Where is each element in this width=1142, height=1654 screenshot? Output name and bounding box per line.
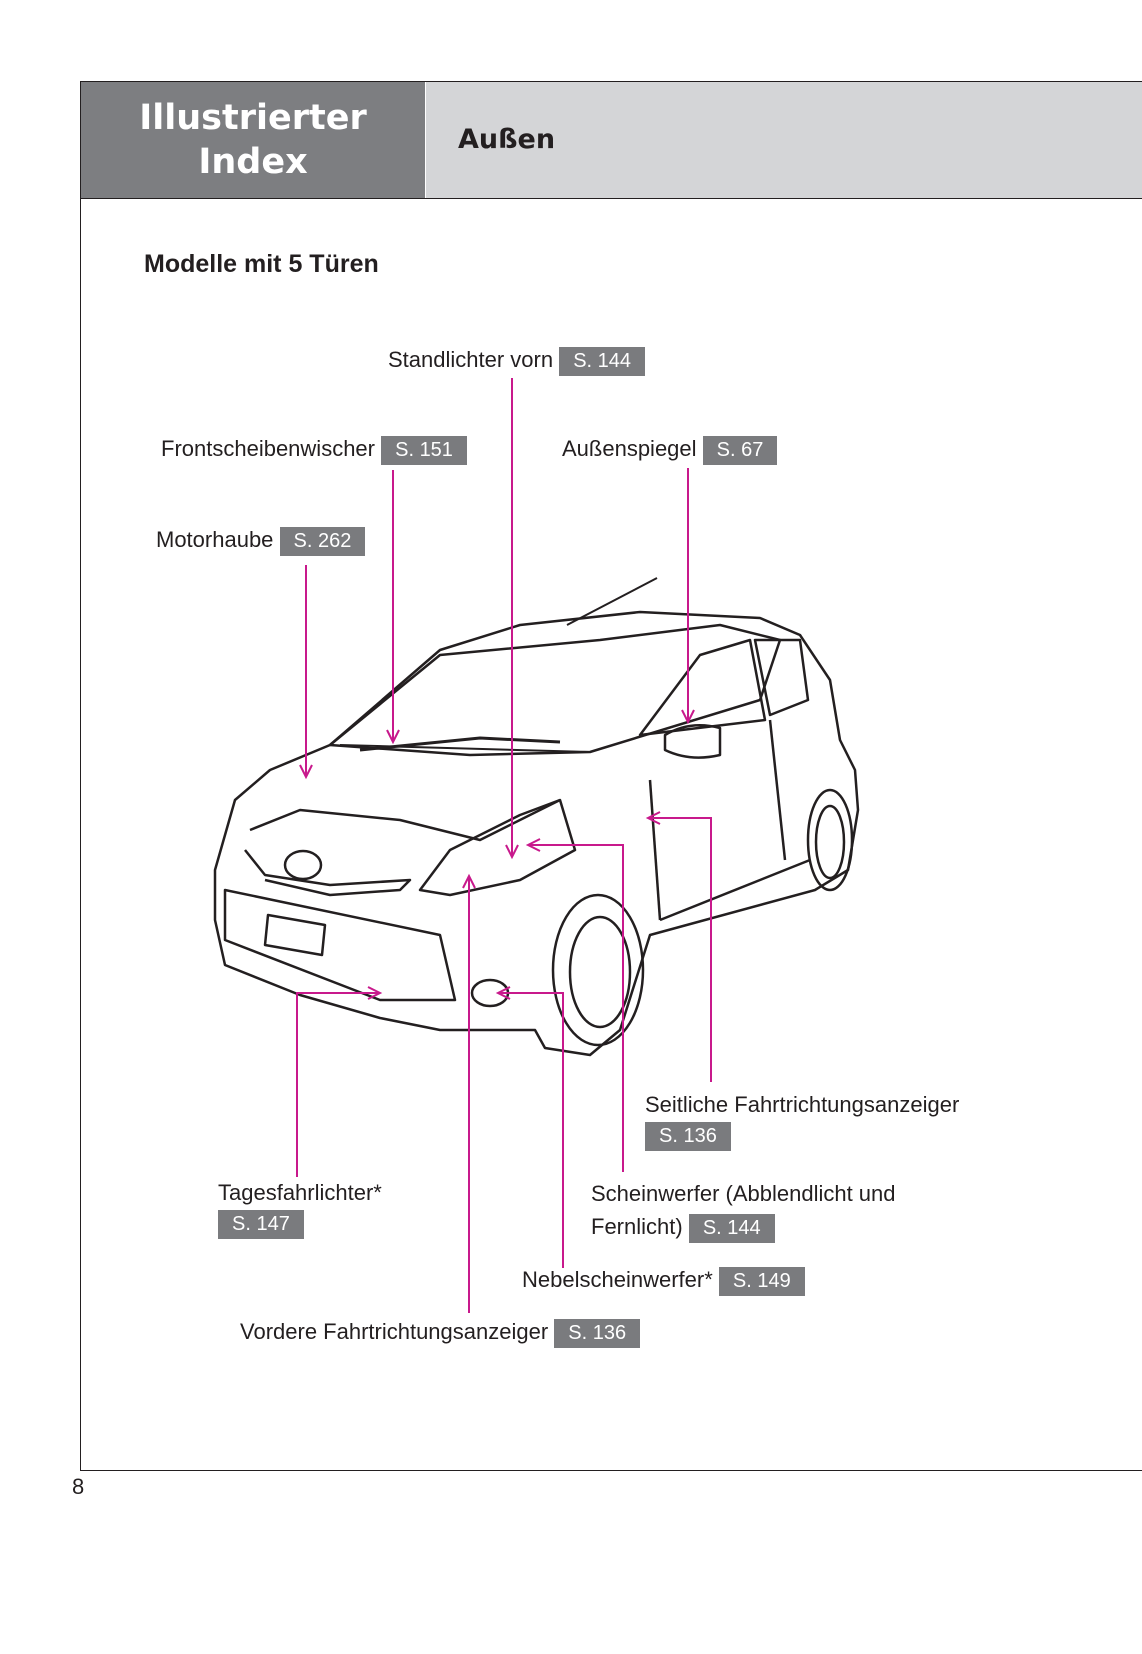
section-line-1: Illustrierter — [139, 98, 367, 138]
callout-scheinwerfer: Scheinwerfer (Abblendlicht und Fernlicht… — [591, 1177, 896, 1243]
callout-lines — [296, 378, 712, 1313]
callout-aussenspiegel: Außenspiegel S. 67 — [562, 435, 778, 465]
callout-label: Scheinwerfer (Abblendlicht und — [591, 1181, 896, 1206]
frame-line — [80, 81, 81, 1471]
callout-label: Vordere Fahrtrichtungsanzeiger — [240, 1319, 549, 1344]
callout-label: Seitliche Fahrtrichtungsanzeiger — [645, 1092, 960, 1117]
callout-label: Außenspiegel — [562, 436, 697, 461]
header-bar — [426, 82, 1142, 198]
leader-tagesfahrlicht — [296, 992, 378, 1177]
callout-seitliche: Seitliche Fahrtrichtungsanzeiger S. 136 — [645, 1091, 959, 1151]
callout-vordere: Vordere Fahrtrichtungsanzeiger S. 136 — [240, 1318, 641, 1348]
page-ref-badge[interactable]: S. 136 — [645, 1122, 731, 1151]
page-ref-badge[interactable]: S. 149 — [718, 1266, 805, 1296]
callout-motorhaube: Motorhaube S. 262 — [156, 526, 366, 556]
page-number: 8 — [72, 1474, 85, 1499]
car-outline — [213, 577, 860, 1057]
page-ref-badge[interactable]: S. 144 — [688, 1213, 775, 1243]
page-ref-badge[interactable]: S. 262 — [279, 526, 366, 556]
frame-line — [80, 81, 1142, 82]
page-ref-badge[interactable]: S. 147 — [218, 1210, 304, 1239]
leader-scheinwerfer — [530, 844, 624, 1172]
page-ref-badge[interactable]: S. 67 — [702, 435, 778, 465]
leader-seitliche — [650, 817, 712, 1082]
callout-label: Standlichter vorn — [388, 347, 554, 372]
callout-frontscheibenwischer: Frontscheibenwischer S. 151 — [161, 435, 467, 465]
page-ref-badge[interactable]: S. 136 — [554, 1318, 641, 1348]
callout-standlichter: Standlichter vorn S. 144 — [388, 346, 646, 376]
callout-nebelscheinwerfer: Nebelscheinwerfer* S. 149 — [522, 1266, 805, 1296]
callout-tagesfahrlichter: Tagesfahrlichter* S. 147 — [218, 1179, 382, 1239]
section-tab: Illustrierter Index — [81, 82, 425, 198]
frame-line — [80, 198, 1142, 199]
callout-label: Nebelscheinwerfer* — [522, 1267, 713, 1292]
frame-line — [80, 1470, 1142, 1471]
callout-label: Frontscheibenwischer — [161, 436, 375, 461]
section-line-2: Index — [198, 142, 308, 182]
subtitle: Modelle mit 5 Türen — [144, 250, 379, 278]
callout-label-continued: Fernlicht) — [591, 1214, 683, 1239]
leader-nebel — [500, 992, 564, 1268]
arrowheads — [299, 709, 695, 1000]
callout-label: Tagesfahrlichter* — [218, 1180, 382, 1205]
callout-label: Motorhaube — [156, 527, 274, 552]
page-title: Außen — [458, 124, 556, 155]
page-ref-badge[interactable]: S. 144 — [559, 346, 646, 376]
page-ref-badge[interactable]: S. 151 — [381, 435, 467, 465]
